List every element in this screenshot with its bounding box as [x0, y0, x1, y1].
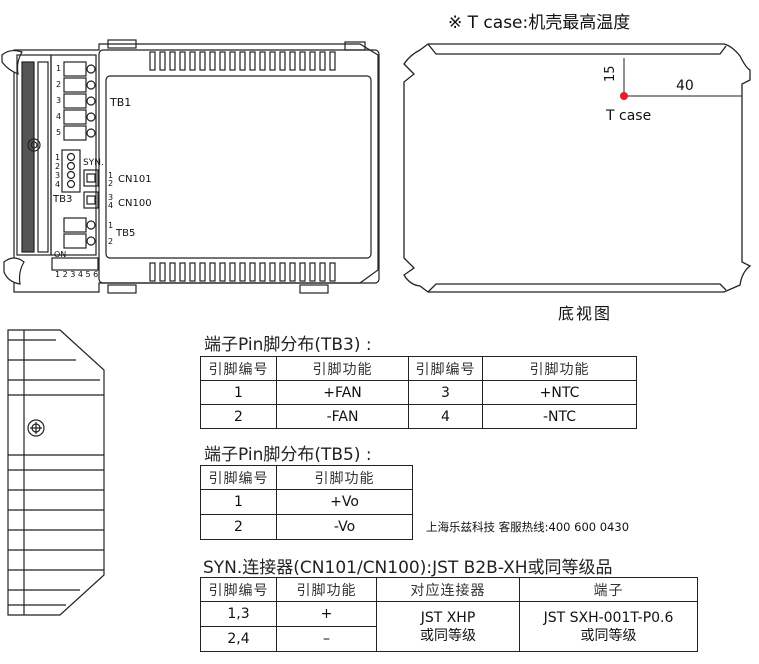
side-screw [27, 419, 45, 437]
syn-cell: – [276, 626, 377, 652]
cn101-connector [83, 169, 99, 187]
syn-label: SYN. [83, 158, 104, 168]
tb3-cell: 4 [408, 404, 483, 429]
bottom-fins [149, 262, 336, 282]
tb1-label: TB1 [110, 96, 132, 109]
table-row: 1 +Vo [200, 489, 413, 515]
bottom-view-outline [403, 43, 752, 293]
tb3-pin-number: 1 [55, 153, 61, 162]
product-side-view [7, 329, 105, 616]
tb5-header-function: 引脚功能 [276, 465, 413, 490]
tb3-table: 引脚编号 引脚功能 引脚编号 引脚功能 1 +FAN 3 +NTC 2 -FAN… [200, 356, 637, 429]
syn-terminal-cell: JST SXH-001T-P0.6 或同等级 [519, 601, 698, 652]
tb1-pin-number: 2 [56, 80, 62, 89]
syn-cell: + [276, 601, 377, 627]
syn-cell: 2,4 [200, 626, 277, 652]
syn-header-connector: 对应连接器 [376, 577, 520, 602]
top-fins [149, 51, 336, 71]
mounting-ear-bottom-left [3, 257, 25, 285]
tb1-terminals [63, 61, 96, 141]
product-top-view [1, 39, 380, 294]
syn-connector-line1: JST XHP [420, 609, 476, 626]
table-row: 1,3 + JST XHP 或同等级 JST SXH-001T-P0.6 或同等… [200, 601, 698, 652]
tb5-cell: 2 [200, 514, 277, 540]
mounting-ear-top-left [1, 49, 23, 75]
syn-header-function: 引脚功能 [276, 577, 377, 602]
dim-horizontal-label: 40 [676, 78, 694, 94]
tb3-pin-number: 4 [55, 180, 61, 189]
tb5-cell: +Vo [276, 489, 413, 515]
tb3-cell: 1 [200, 380, 277, 405]
syn-header-pin-no: 引脚编号 [200, 577, 277, 602]
tb3-cell: 2 [200, 404, 277, 429]
dip-switch [51, 257, 99, 271]
tb3-header-pin-no-1: 引脚编号 [200, 356, 277, 381]
dip-on-label: ON [54, 250, 67, 259]
tb3-label: TB3 [53, 194, 73, 205]
tb3-cell: +FAN [276, 380, 409, 405]
tb3-pin-number: 2 [55, 162, 61, 171]
tb1-pin-number: 1 [56, 64, 62, 73]
tb1-pin-number: 5 [56, 128, 62, 137]
table-row: 2 -FAN 4 -NTC [200, 404, 637, 429]
tb1-pin-number: 4 [56, 112, 62, 121]
tb5-label: TB5 [116, 228, 136, 239]
tb5-pin-number: 1 [108, 221, 114, 230]
dip-numbers: 1 2 3 4 5 6 [55, 270, 99, 279]
tb5-pin-number: 2 [108, 237, 114, 246]
tb5-table: 引脚编号 引脚功能 1 +Vo 2 -Vo [200, 465, 413, 540]
tb5-title: 端子Pin脚分布(TB5) : [204, 445, 372, 465]
tb3-header-pin-no-2: 引脚编号 [408, 356, 483, 381]
tb3-title: 端子Pin脚分布(TB3) : [204, 335, 372, 355]
table-row: 2,4 – [200, 626, 698, 652]
cn101-pin-number: 2 [108, 179, 114, 188]
mount-screw [27, 138, 41, 152]
table-row: 2 -Vo [200, 514, 413, 540]
tb3-terminals [61, 149, 81, 193]
cn100-label: CN100 [118, 198, 152, 209]
syn-terminal-line1: JST SXH-001T-P0.6 [543, 609, 674, 626]
syn-terminal-line2: 或同等级 [580, 627, 637, 644]
tb5-cell: -Vo [276, 514, 413, 540]
tb3-header-function-2: 引脚功能 [482, 356, 637, 381]
tb3-cell: +NTC [482, 380, 637, 405]
syn-connector-line2: 或同等级 [420, 627, 476, 644]
syn-header-terminal: 端子 [519, 577, 698, 602]
tcase-note: ※ T case:机壳最高温度 [448, 13, 631, 33]
cn101-pin-number: 1 [108, 171, 114, 180]
cn100-pin-number: 4 [108, 201, 114, 210]
tcase-point [620, 92, 628, 100]
cn101-label: CN101 [118, 174, 152, 185]
contact-hotline: 上海乐兹科技 客服热线:400 600 0430 [426, 520, 630, 534]
table-row: 1 +FAN 3 +NTC [200, 380, 637, 405]
cn100-connector [83, 191, 99, 209]
tb3-cell: 3 [408, 380, 483, 405]
tb5-cell: 1 [200, 489, 277, 515]
tb1-pin-number: 3 [56, 96, 62, 105]
tb5-header-pin-no: 引脚编号 [200, 465, 277, 490]
tb3-pin-number: 3 [55, 171, 61, 180]
syn-title: SYN.连接器(CN101/CN100):JST B2B-XH或同等级品 [203, 558, 613, 578]
syn-table: 引脚编号 引脚功能 对应连接器 端子 1,3 + JST XHP 或同等级 JS… [200, 577, 698, 652]
tb5-terminals [63, 217, 96, 249]
syn-cell: 1,3 [200, 601, 277, 627]
bottom-view-label: 底视图 [558, 304, 613, 323]
dim-vertical-label: 15 [603, 65, 618, 82]
tcase-label: T case [606, 108, 652, 124]
cn100-pin-number: 3 [108, 193, 114, 202]
tb3-header-function-1: 引脚功能 [276, 356, 409, 381]
tb3-cell: -FAN [276, 404, 409, 429]
tb3-cell: -NTC [482, 404, 637, 429]
syn-connector-cell: JST XHP 或同等级 [376, 601, 520, 652]
